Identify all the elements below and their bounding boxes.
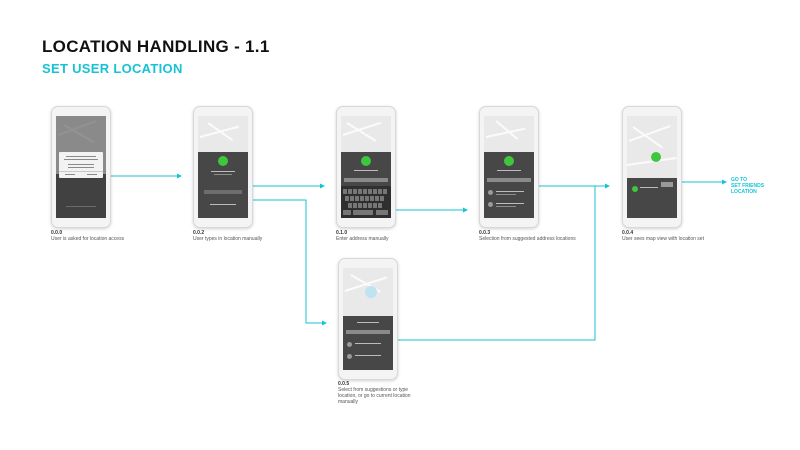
step-id: 0.0.5 <box>338 381 350 387</box>
step-description: User types in location manually <box>193 236 263 242</box>
location-pin-icon <box>365 286 377 298</box>
keyboard[interactable] <box>341 186 391 218</box>
step-id: 0.0.2 <box>193 230 205 236</box>
screen-suggested-addresses <box>479 106 539 228</box>
phone-screen <box>56 116 106 218</box>
step-description: User is asked for location access <box>51 236 125 242</box>
allow-button[interactable] <box>87 174 97 175</box>
address-input[interactable] <box>487 178 531 182</box>
location-pin-icon <box>651 152 661 162</box>
step-description: Select from suggestions or type location… <box>338 387 411 405</box>
step-id: 0.1.0 <box>336 230 348 236</box>
page-title: LOCATION HANDLING - 1.1 <box>42 37 270 56</box>
dont-allow-button[interactable] <box>65 174 75 175</box>
suggestion-item[interactable] <box>355 343 381 344</box>
use-current-location-button[interactable] <box>204 190 242 194</box>
phone-screen <box>484 116 534 218</box>
phone-screen <box>627 116 677 218</box>
screen-type-location <box>193 106 253 228</box>
screen-enter-address <box>336 106 396 228</box>
arrow-2-to-5 <box>244 199 327 326</box>
step-id: 0.0.3 <box>479 230 491 236</box>
suggestion-item[interactable] <box>355 355 381 356</box>
step-description: Enter address manually <box>336 236 389 242</box>
screen-select-or-type-location <box>338 258 398 380</box>
phone-screen <box>341 116 391 218</box>
arrow-5-to-6 <box>384 186 596 341</box>
goto-set-friends-location-label: GO TO SET FRIENDS LOCATION <box>731 177 765 195</box>
page-subtitle: SET USER LOCATION <box>42 61 183 76</box>
address-input[interactable] <box>344 178 388 182</box>
enter-manually-link[interactable] <box>210 204 236 205</box>
permission-dialog <box>59 152 103 178</box>
screen-map-view <box>622 106 682 228</box>
confirm-button[interactable] <box>661 182 673 187</box>
phone-screen <box>198 116 248 218</box>
step-description: User sees map view with location set <box>622 236 704 242</box>
suggestion-item[interactable] <box>496 191 524 192</box>
screen-location-access <box>51 106 111 228</box>
suggestion-item[interactable] <box>496 203 524 204</box>
phone-screen <box>343 268 393 370</box>
step-id: 0.0.0 <box>51 230 63 236</box>
step-id: 0.0.4 <box>622 230 634 236</box>
address-input[interactable] <box>346 330 390 334</box>
step-description: Selection from suggested address locatio… <box>479 236 576 242</box>
